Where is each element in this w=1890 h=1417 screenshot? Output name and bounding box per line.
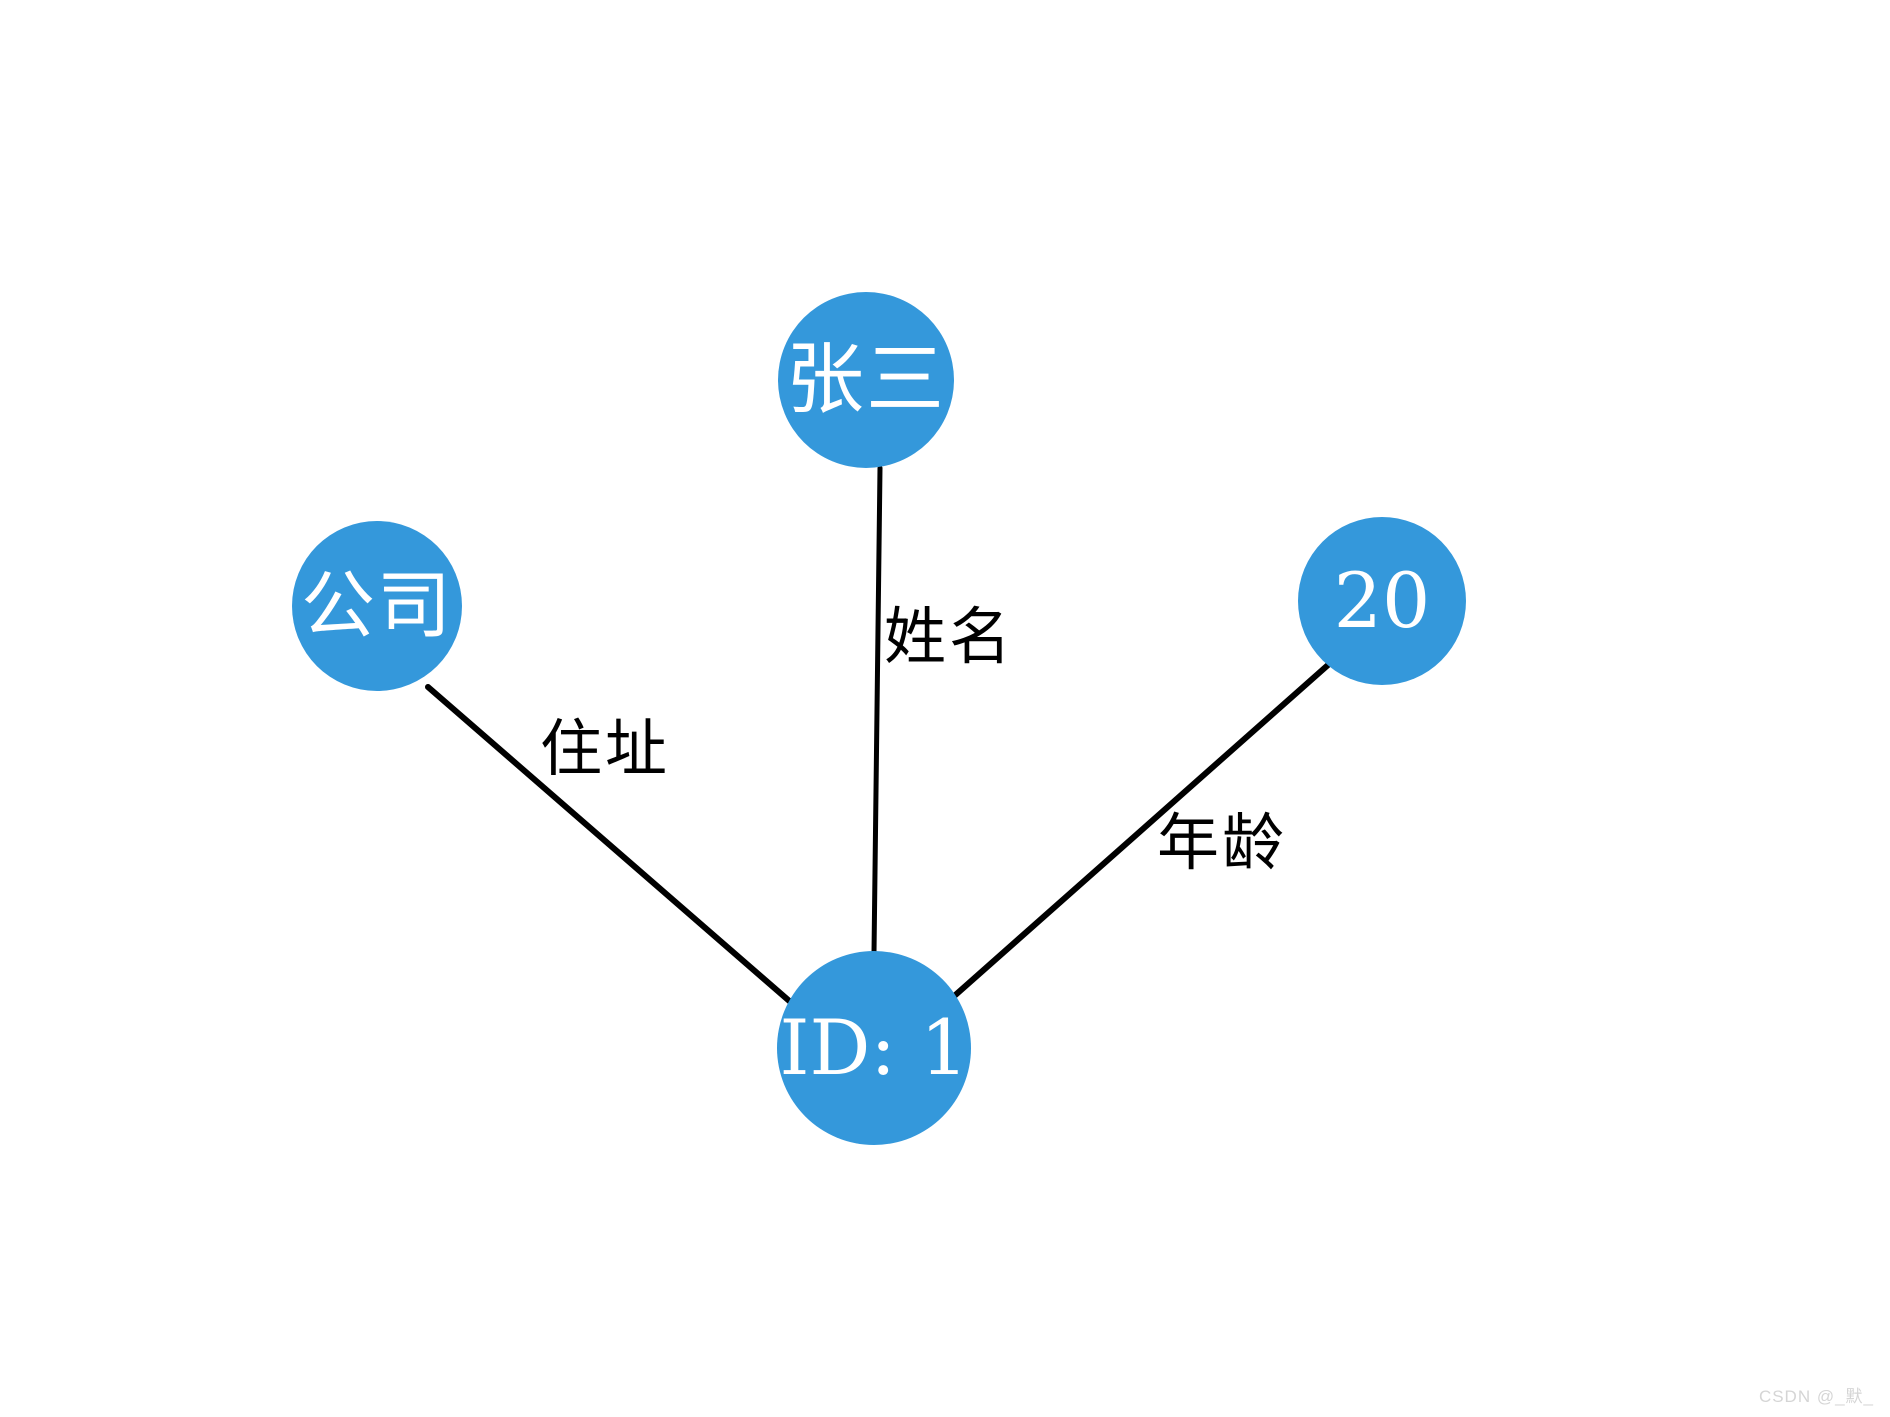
edge-line-address — [425, 684, 805, 1015]
watermark: CSDN @_默_ — [1758, 1387, 1874, 1406]
edge-label-name: 姓名 — [884, 600, 1015, 673]
node-company-value[interactable]: 公司 — [292, 521, 462, 691]
edge-label-age: 年龄 — [1157, 806, 1288, 879]
edge-line-name — [871, 465, 883, 956]
node-entity-id-label: ID: 1 — [779, 1003, 969, 1092]
node-age-value-label: 20 — [1333, 556, 1431, 645]
node-age-value[interactable]: 20 — [1298, 517, 1466, 685]
node-name-value[interactable]: 张三 — [778, 292, 954, 468]
edge-line-age — [949, 662, 1331, 1001]
node-entity-id[interactable]: ID: 1 — [777, 951, 971, 1145]
edge-label-address: 住址 — [540, 712, 671, 785]
node-name-value-label: 张三 — [785, 335, 946, 425]
node-company-value-label: 公司 — [301, 563, 453, 649]
